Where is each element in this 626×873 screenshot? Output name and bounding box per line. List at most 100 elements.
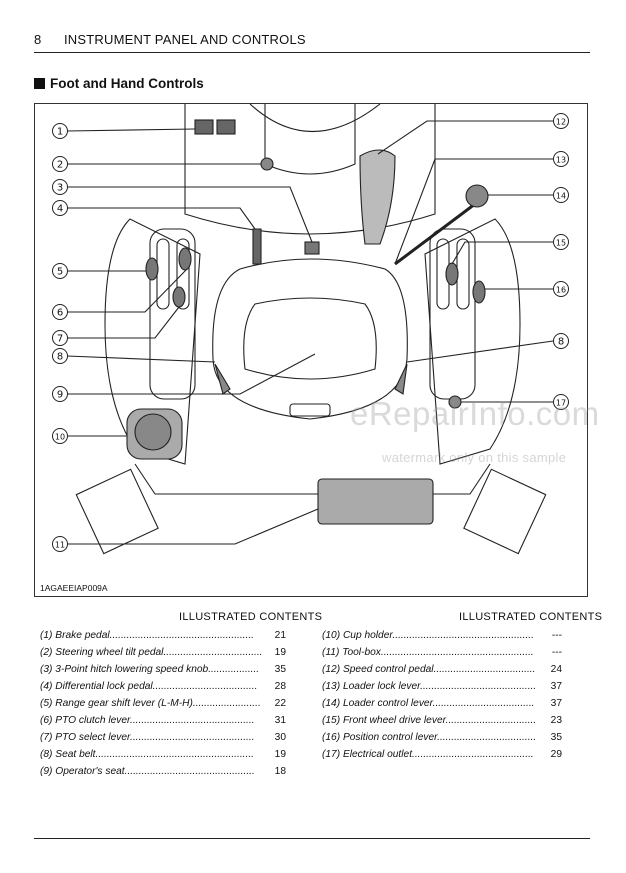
callout-13: 13 bbox=[553, 151, 569, 167]
callout-10: 10 bbox=[52, 428, 68, 444]
left-step bbox=[75, 468, 159, 555]
range-lever-knob bbox=[145, 257, 159, 281]
svg-text:11: 11 bbox=[55, 541, 65, 550]
svg-text:8: 8 bbox=[57, 352, 63, 363]
section-title: Foot and Hand Controls bbox=[50, 76, 204, 91]
list-item: (5) Range gear shift lever (L-M-H)......… bbox=[40, 698, 286, 709]
seat-belt-right bbox=[394, 363, 408, 395]
leader-7 bbox=[67, 306, 180, 339]
pto-select-lever-knob bbox=[172, 286, 186, 308]
svg-text:10: 10 bbox=[55, 433, 65, 442]
callout-14: 14 bbox=[553, 187, 569, 203]
list-item: (2) Steering wheel tilt pedal...........… bbox=[40, 647, 286, 658]
list-item: (1) Brake pedal.........................… bbox=[40, 630, 286, 641]
diff-lock-pedal bbox=[252, 228, 262, 265]
right-step bbox=[463, 468, 547, 555]
callout-17: 17 bbox=[553, 394, 569, 410]
svg-text:3: 3 bbox=[57, 183, 63, 194]
callout-7: 7 bbox=[52, 330, 68, 346]
tractor-controls-illustration: 1 2 3 4 5 6 7 8 9 10 11 12 13 14 15 16 8… bbox=[52, 104, 569, 555]
leader-9 bbox=[67, 353, 316, 395]
brake-pedal-left bbox=[194, 119, 214, 135]
operator-seat bbox=[212, 258, 408, 420]
cup-holder-cup bbox=[134, 413, 172, 451]
contents-heading-right: ILLUSTRATED CONTENTS bbox=[459, 611, 603, 623]
pto-clutch-lever-knob bbox=[178, 247, 192, 271]
leader-13 bbox=[394, 158, 553, 265]
callout-6: 6 bbox=[52, 304, 68, 320]
svg-text:13: 13 bbox=[556, 156, 566, 165]
brake-pedal-right bbox=[216, 119, 236, 135]
figure-code: 1AGAEEIAP009A bbox=[40, 583, 108, 593]
list-item: (12) Speed control pedal................… bbox=[322, 664, 562, 675]
tool-box bbox=[317, 478, 434, 525]
page-number: 8 bbox=[34, 32, 42, 47]
list-item: (3) 3-Point hitch lowering speed knob...… bbox=[40, 664, 286, 675]
right-lever-slot-b bbox=[456, 238, 470, 310]
hitch-knob bbox=[304, 241, 320, 255]
dash-outline bbox=[184, 104, 436, 235]
callout-9: 9 bbox=[52, 386, 68, 402]
list-item: (4) Differential lock pedal.............… bbox=[40, 681, 286, 692]
square-bullet-icon bbox=[34, 78, 45, 89]
callout-11: 11 bbox=[52, 536, 68, 552]
steering-column bbox=[264, 104, 356, 175]
watermark-main: eRepairInfo.com bbox=[350, 395, 600, 432]
leader-6 bbox=[67, 268, 188, 313]
right-fender bbox=[424, 218, 521, 465]
svg-text:15: 15 bbox=[556, 239, 566, 248]
loader-lever-knob bbox=[465, 184, 489, 208]
leader-8l bbox=[66, 355, 216, 363]
list-item: (7) PTO select lever....................… bbox=[40, 732, 286, 743]
leader-15 bbox=[451, 241, 553, 265]
list-item: (8) Seat belt...........................… bbox=[40, 749, 286, 760]
list-item: (13) Loader lock lever..................… bbox=[322, 681, 562, 692]
list-item: (14) Loader control lever...............… bbox=[322, 698, 562, 709]
callout-16: 16 bbox=[553, 281, 569, 297]
svg-text:9: 9 bbox=[57, 390, 63, 401]
svg-text:5: 5 bbox=[57, 267, 63, 278]
leader-11 bbox=[67, 508, 319, 545]
list-item: (15) Front wheel drive lever............… bbox=[322, 715, 562, 726]
page-header: 8 INSTRUMENT PANEL AND CONTROLS bbox=[34, 30, 590, 53]
leader-12 bbox=[377, 120, 553, 155]
contents-heading-left: ILLUSTRATED CONTENTS bbox=[179, 611, 323, 623]
contents-list-left: (1) Brake pedal.........................… bbox=[40, 630, 286, 783]
callout-1: 1 bbox=[52, 123, 68, 139]
list-item: (6) PTO clutch lever....................… bbox=[40, 715, 286, 726]
svg-text:2: 2 bbox=[57, 160, 63, 171]
svg-text:14: 14 bbox=[556, 192, 566, 201]
svg-text:12: 12 bbox=[556, 118, 566, 127]
controls-figure: 1 2 3 4 5 6 7 8 9 10 11 12 13 14 15 16 8… bbox=[34, 103, 588, 597]
seat-belt-left bbox=[214, 363, 231, 395]
list-item: (17) Electrical outlet..................… bbox=[322, 749, 562, 760]
rear-deck bbox=[134, 463, 491, 495]
callout-2: 2 bbox=[52, 156, 68, 172]
tilt-pedal-knob bbox=[260, 157, 274, 171]
callout-15: 15 bbox=[553, 234, 569, 250]
section-heading: Foot and Hand Controls bbox=[34, 76, 204, 91]
list-item: (11) Tool-box...........................… bbox=[322, 647, 562, 658]
svg-text:16: 16 bbox=[556, 286, 566, 295]
chapter-title: INSTRUMENT PANEL AND CONTROLS bbox=[64, 32, 306, 47]
callout-8-right: 8 bbox=[553, 333, 569, 349]
callout-12: 12 bbox=[553, 113, 569, 129]
callout-3: 3 bbox=[52, 179, 68, 195]
loader-lever-rod bbox=[394, 202, 476, 266]
svg-text:1: 1 bbox=[57, 127, 63, 138]
seat-handle bbox=[289, 403, 331, 417]
callout-5: 5 bbox=[52, 263, 68, 279]
fwd-lever-knob bbox=[445, 262, 459, 286]
svg-text:7: 7 bbox=[57, 334, 63, 345]
seat-cushion-inner bbox=[243, 297, 377, 380]
leader-3 bbox=[67, 186, 313, 243]
list-item: (9) Operator's seat.....................… bbox=[40, 766, 286, 777]
list-item: (16) Position control lever.............… bbox=[322, 732, 562, 743]
svg-text:6: 6 bbox=[57, 308, 63, 319]
list-item: (10) Cup holder.........................… bbox=[322, 630, 562, 641]
leader-8r bbox=[406, 340, 554, 363]
footer-rule bbox=[34, 838, 590, 839]
callout-8-left: 8 bbox=[52, 348, 68, 364]
svg-text:8: 8 bbox=[558, 337, 564, 348]
contents-list-right: (10) Cup holder.........................… bbox=[322, 630, 562, 766]
